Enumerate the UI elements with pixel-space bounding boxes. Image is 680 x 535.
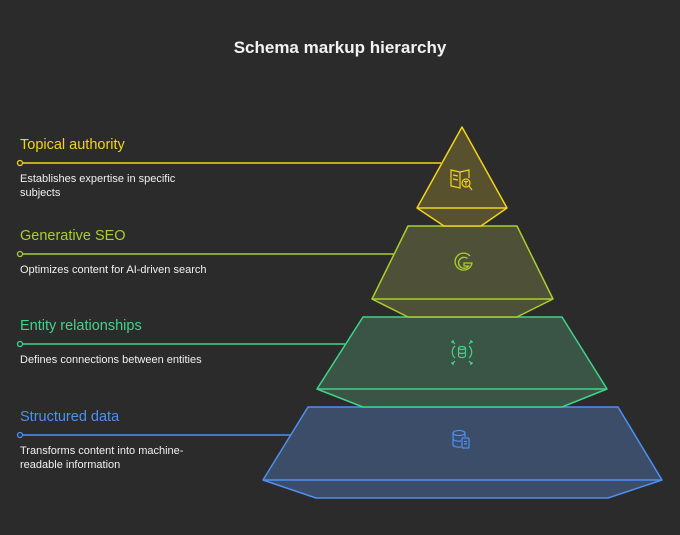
database-document-icon <box>452 429 470 449</box>
tier-topical-authority <box>416 126 508 227</box>
connector-entity-relationships <box>16 340 345 348</box>
tier-description-generative-seo: Optimizes content for AI-driven search <box>20 264 207 276</box>
tier-label-topical-authority: Topical authority <box>20 137 125 153</box>
tier-generative-seo <box>371 225 554 318</box>
google-g-icon <box>454 252 473 271</box>
database-expand-icon <box>451 340 473 365</box>
connector-structured-data <box>16 431 291 439</box>
tier-description-structured-data: Transforms content into machine-readable… <box>20 445 184 471</box>
tier-description-topical-authority: Establishes expertise in specific subjec… <box>20 173 176 199</box>
connector-topical-authority <box>16 159 441 167</box>
tier-structured-data <box>262 406 663 499</box>
tier-entity-relationships <box>316 316 608 408</box>
diagram-title: Schema markup hierarchy <box>233 38 447 57</box>
connector-generative-seo <box>16 250 394 258</box>
tier-label-generative-seo: Generative SEO <box>20 228 126 244</box>
tier-label-structured-data: Structured data <box>20 409 120 425</box>
tier-label-entity-relationships: Entity relationships <box>20 318 142 334</box>
book-search-icon <box>450 169 473 191</box>
tier-description-entity-relationships: Defines connections between entities <box>20 354 202 366</box>
